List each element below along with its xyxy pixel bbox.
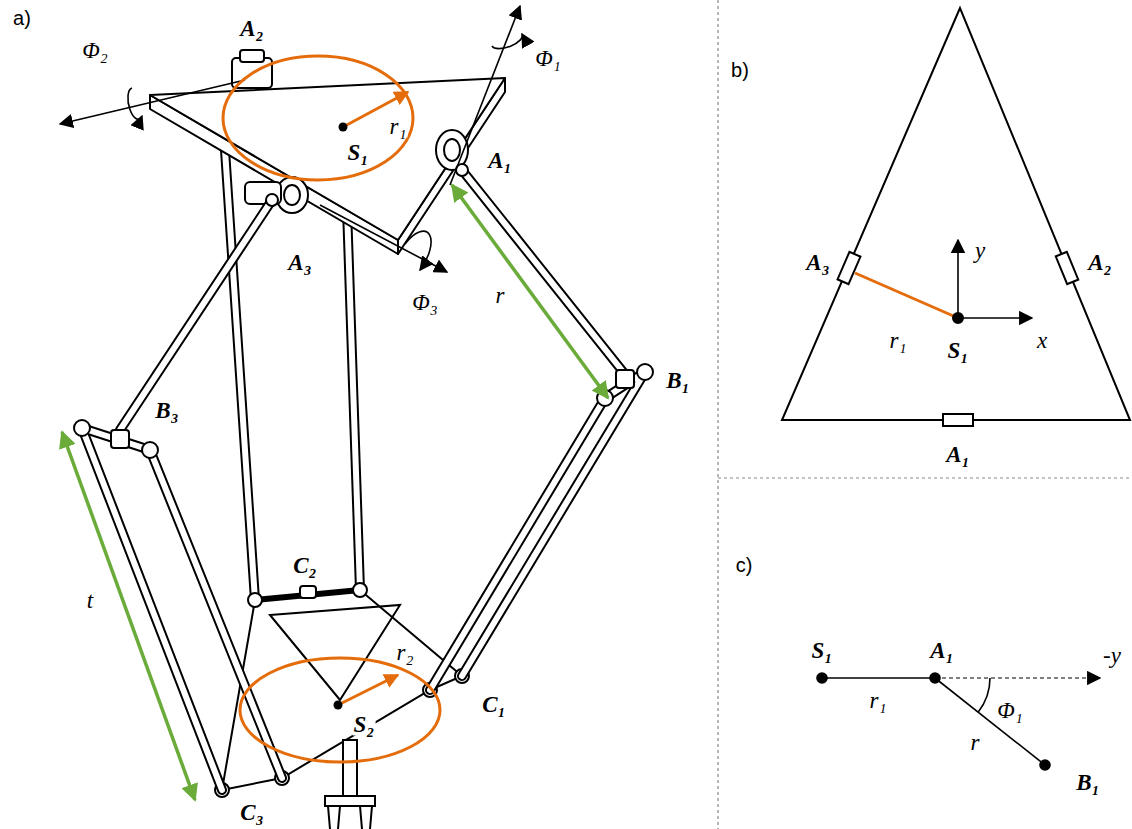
part-label: A₂ xyxy=(239,17,264,40)
moving-platform xyxy=(215,583,469,797)
part-label: r₂ xyxy=(396,641,415,664)
panel-letter: b) xyxy=(730,60,750,80)
part-label: B₃ xyxy=(154,399,179,422)
gripper xyxy=(325,740,375,829)
part-label: C₁ xyxy=(481,693,506,716)
part-label: C₂ xyxy=(292,554,317,577)
part-label: A₁ xyxy=(487,149,512,172)
panel-letter: c) xyxy=(735,555,754,575)
part-label: r₁ xyxy=(869,689,888,712)
rotation-axis xyxy=(60,6,522,272)
part-label: A₁ xyxy=(929,639,954,662)
side-view xyxy=(817,673,1100,770)
radius-circle xyxy=(223,56,440,762)
center-point xyxy=(339,123,348,132)
arm-rods xyxy=(82,170,645,790)
panel-letter: a) xyxy=(12,8,32,28)
part-label: x xyxy=(1036,329,1048,352)
part-label: r₁ xyxy=(389,115,408,138)
part-label: r₁ xyxy=(889,329,908,352)
part-label: y xyxy=(974,239,986,262)
part-label: t xyxy=(86,589,94,612)
part-label: Φ₁ xyxy=(534,47,562,70)
part-label: r xyxy=(970,731,981,754)
part-label: S₁ xyxy=(947,339,970,362)
part-label: Φ₂ xyxy=(81,39,109,62)
panel-divider xyxy=(717,0,718,829)
part-label: A₁ xyxy=(945,443,970,466)
part-label: Φ₃ xyxy=(411,291,439,314)
base-plate xyxy=(150,50,505,254)
length-arrow xyxy=(62,185,608,800)
panel-divider xyxy=(718,477,1132,478)
part-label: S₂ xyxy=(353,713,376,736)
part-label: A₂ xyxy=(1087,251,1112,274)
part-label: B₁ xyxy=(1075,771,1100,794)
part-label: S₁ xyxy=(347,141,370,164)
part-label: r xyxy=(495,284,506,307)
part-label: Φ₁ xyxy=(996,699,1024,722)
part-label: S₁ xyxy=(811,639,834,662)
part-label: A₃ xyxy=(805,251,830,274)
part-label: B₁ xyxy=(665,369,690,392)
top-view xyxy=(782,8,1130,426)
part-label: A₃ xyxy=(287,251,312,274)
ball-joints xyxy=(74,164,653,458)
part-label: -y xyxy=(1102,644,1122,667)
part-label: C₃ xyxy=(239,801,264,824)
center-point xyxy=(334,701,343,710)
